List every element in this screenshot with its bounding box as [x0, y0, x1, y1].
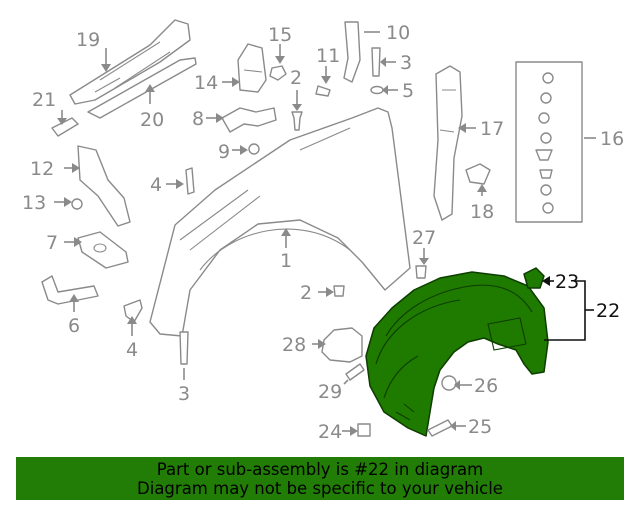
- part-7-plate[interactable]: [77, 231, 129, 269]
- callout-15: 15: [268, 24, 292, 46]
- callout-16: 16: [600, 128, 624, 150]
- part-21-bracket[interactable]: [51, 117, 79, 137]
- callout-22: 22: [596, 300, 620, 322]
- callout-19: 19: [76, 29, 100, 51]
- part-18-clip[interactable]: [465, 163, 491, 185]
- callout-17: 17: [480, 118, 504, 140]
- part-15-nut[interactable]: [269, 65, 287, 81]
- part-2-bolt-lower[interactable]: [333, 285, 345, 297]
- callout-25: 25: [468, 416, 492, 438]
- callout-labels: 19 20 21 14 15 2 8 9 10 11 3 5 17 16 18 …: [22, 22, 624, 443]
- part-14-mount-block[interactable]: [237, 43, 267, 93]
- callout-5: 5: [402, 80, 414, 102]
- callout-3-lower: 3: [178, 383, 190, 405]
- callout-3-upper: 3: [400, 52, 412, 74]
- banner-line-1: Part or sub-assembly is #22 in diagram: [156, 460, 484, 479]
- part-6-lower-bracket[interactable]: [41, 275, 99, 305]
- part-20-lower-rail[interactable]: [87, 57, 197, 119]
- part-13-bolt[interactable]: [71, 198, 83, 210]
- callout-1: 1: [280, 250, 292, 272]
- callout-8: 8: [192, 108, 204, 130]
- callout-26: 26: [474, 375, 498, 397]
- part-17-vertical-brace[interactable]: [433, 65, 463, 221]
- leader-lines: [54, 31, 596, 436]
- part-8-bracket[interactable]: [221, 107, 277, 133]
- part-25-screw[interactable]: [427, 419, 453, 437]
- parts-diagram: 19 20 21 14 15 2 8 9 10 11 3 5 17 16 18 …: [22, 19, 624, 443]
- callout-6: 6: [68, 315, 80, 337]
- part-29-bolt[interactable]: [345, 363, 365, 381]
- callout-2-upper: 2: [290, 67, 302, 89]
- callout-13: 13: [22, 192, 46, 214]
- callout-27: 27: [412, 227, 436, 249]
- part-4-clip-upper[interactable]: [185, 167, 195, 195]
- part-5-washer[interactable]: [370, 85, 384, 95]
- part-12-side-bracket[interactable]: [77, 145, 131, 227]
- part-2-bolt-upper[interactable]: [291, 111, 303, 131]
- part-28-bracket[interactable]: [321, 327, 363, 363]
- callout-2-lower: 2: [300, 282, 312, 304]
- callout-14: 14: [194, 72, 218, 94]
- info-banner: Part or sub-assembly is #22 in diagram D…: [16, 457, 624, 500]
- callout-28: 28: [282, 334, 306, 356]
- callout-12: 12: [30, 158, 54, 180]
- callout-4-upper: 4: [150, 174, 162, 196]
- callout-4-lower: 4: [126, 339, 138, 361]
- part-3-bolt-lower[interactable]: [179, 331, 189, 365]
- part-1-fender[interactable]: [149, 107, 411, 337]
- part-24-clip[interactable]: [357, 423, 371, 437]
- part-3-bolt-upper[interactable]: [371, 47, 381, 77]
- part-26-nut[interactable]: [441, 375, 457, 391]
- part-4-clip-lower[interactable]: [123, 299, 143, 323]
- part-9-bolt[interactable]: [248, 143, 260, 155]
- part-16-fastener-kit[interactable]: [515, 61, 583, 223]
- banner-line-2: Diagram may not be specific to your vehi…: [137, 479, 503, 498]
- callout-20: 20: [140, 109, 164, 131]
- part-10-bracket[interactable]: [343, 21, 361, 83]
- callout-23: 23: [555, 271, 579, 293]
- callout-10: 10: [386, 22, 410, 44]
- callout-24: 24: [318, 421, 342, 443]
- part-11-bolt[interactable]: [315, 85, 331, 97]
- callout-29: 29: [318, 381, 342, 403]
- callout-9: 9: [218, 141, 230, 163]
- callout-21: 21: [32, 89, 56, 111]
- leader-lines-highlight: [542, 276, 594, 341]
- part-22-wheelhouse-liner[interactable]: [365, 271, 549, 437]
- part-19-upper-rail[interactable]: [69, 19, 191, 105]
- callout-18: 18: [470, 201, 494, 223]
- part-23-clip[interactable]: [523, 267, 545, 289]
- callout-11: 11: [316, 45, 340, 67]
- callout-7: 7: [46, 232, 58, 254]
- part-27-bolt[interactable]: [415, 265, 427, 279]
